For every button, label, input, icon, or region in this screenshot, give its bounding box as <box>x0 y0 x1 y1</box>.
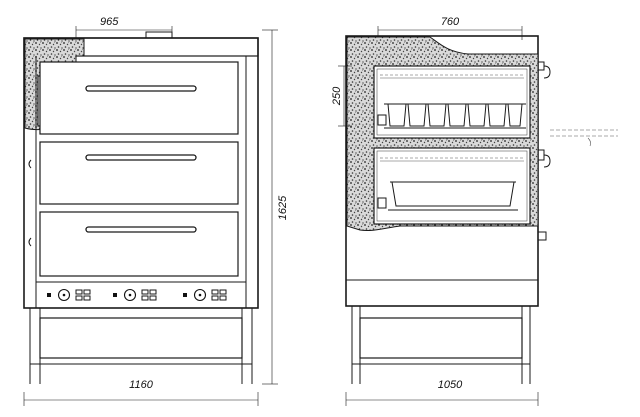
front-stand <box>29 308 253 384</box>
front-dim-height-label: 1625 <box>277 195 289 220</box>
front-drawer-1 <box>39 61 239 135</box>
side-lower-chamber <box>373 147 531 225</box>
side-rear-fittings <box>538 61 618 241</box>
front-dim-width-label: 1160 <box>129 379 154 391</box>
side-stand-shelf <box>359 317 523 359</box>
front-control-group-2 <box>113 288 157 302</box>
front-dim-height: 1625 <box>262 29 289 385</box>
front-dim-top: 965 <box>75 16 173 42</box>
front-dim-width: 1160 <box>23 379 259 406</box>
front-dim-top-label: 965 <box>100 16 119 28</box>
side-upper-chamber <box>373 65 531 139</box>
front-drawer-2 <box>39 141 239 205</box>
side-dim-width-label: 1050 <box>438 379 463 391</box>
front-control-group-1 <box>47 288 91 302</box>
front-hinge-1 <box>28 159 32 169</box>
front-drawer-1-handle <box>85 85 197 92</box>
front-drawer-3-handle <box>85 226 197 233</box>
side-upper-thermo <box>377 114 387 126</box>
front-hinge-2 <box>28 237 32 247</box>
side-lower-thermo <box>377 197 387 209</box>
side-baking-forms <box>384 103 526 129</box>
side-stand <box>351 306 531 384</box>
side-baking-tray <box>388 181 518 211</box>
side-dim-top-label: 760 <box>441 16 460 28</box>
front-stand-shelf <box>39 317 243 359</box>
front-control-panel <box>35 281 247 309</box>
side-dim-width: 1050 <box>345 379 539 406</box>
front-control-group-3 <box>183 288 227 302</box>
side-view: 760 <box>331 16 618 406</box>
front-drawer-3 <box>39 211 239 277</box>
side-dim-tray: 250 <box>331 65 352 127</box>
side-dim-tray-label: 250 <box>331 86 343 106</box>
front-drawer-2-handle <box>85 154 197 161</box>
side-dim-top: 760 <box>377 16 523 40</box>
front-view: 965 <box>23 16 289 406</box>
